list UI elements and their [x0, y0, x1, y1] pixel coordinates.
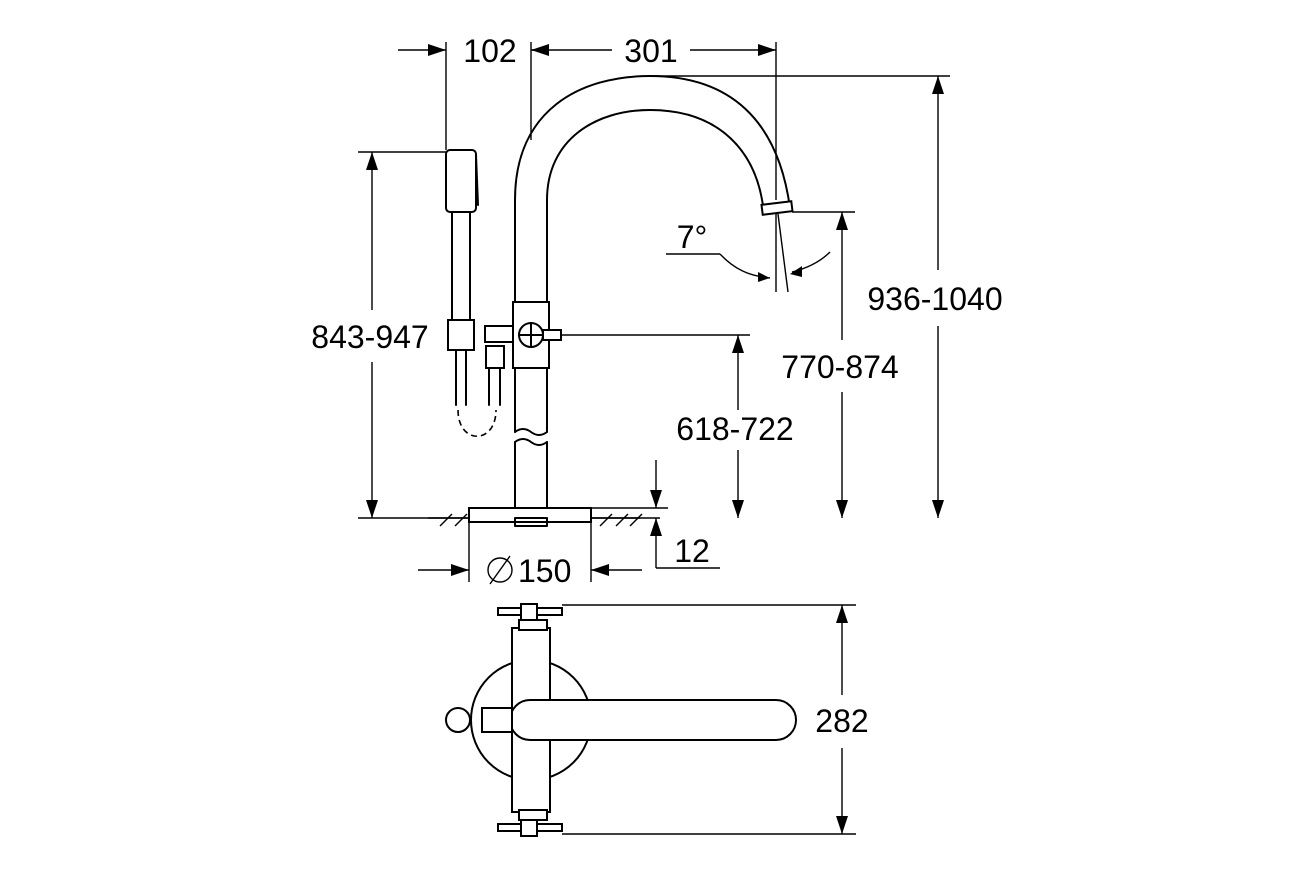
- label-770-874: 770-874: [781, 349, 898, 385]
- cross-handle-top-lower: [497, 809, 563, 837]
- label-843-947: 843-947: [311, 319, 428, 355]
- base-plate: [468, 507, 592, 523]
- label-282: 282: [815, 703, 868, 739]
- label-102: 102: [463, 33, 516, 69]
- diameter-symbol-icon: [487, 557, 513, 583]
- floor-hatching: [428, 513, 643, 527]
- handshower-holder-top: [481, 707, 513, 733]
- cross-handle-side: [484, 322, 562, 348]
- spout-top: [509, 699, 797, 741]
- dim-handle-height: [732, 335, 744, 518]
- dim-spout-height: [836, 212, 848, 518]
- top-view: [445, 603, 856, 837]
- side-view: [358, 42, 950, 582]
- label-12: 12: [674, 533, 710, 569]
- label-301: 301: [624, 33, 677, 69]
- hand-shower: [445, 149, 505, 437]
- dim-total-height: [932, 76, 944, 518]
- spout-angle-marker: [666, 213, 831, 293]
- dim-top-depth: [562, 604, 856, 835]
- spout: [514, 75, 794, 303]
- hose-connector: [485, 345, 505, 369]
- label-7-degree: 7°: [677, 219, 708, 255]
- handshower-knob-top: [445, 707, 471, 733]
- label-diameter-150: 150: [487, 553, 571, 589]
- spout-outlet: [760, 200, 794, 216]
- dim-base-diameter: [418, 564, 642, 576]
- column: [512, 301, 550, 509]
- dim-301: [531, 44, 776, 56]
- label-936-1040: 936-1040: [867, 281, 1002, 317]
- dim-handshower-height: [366, 152, 378, 518]
- cross-handle-top-upper: [497, 603, 563, 631]
- label-618-722: 618-722: [676, 411, 793, 447]
- svg-text:150: 150: [518, 553, 571, 589]
- base-fixing: [514, 517, 548, 527]
- dim-plate-thickness: [650, 460, 720, 569]
